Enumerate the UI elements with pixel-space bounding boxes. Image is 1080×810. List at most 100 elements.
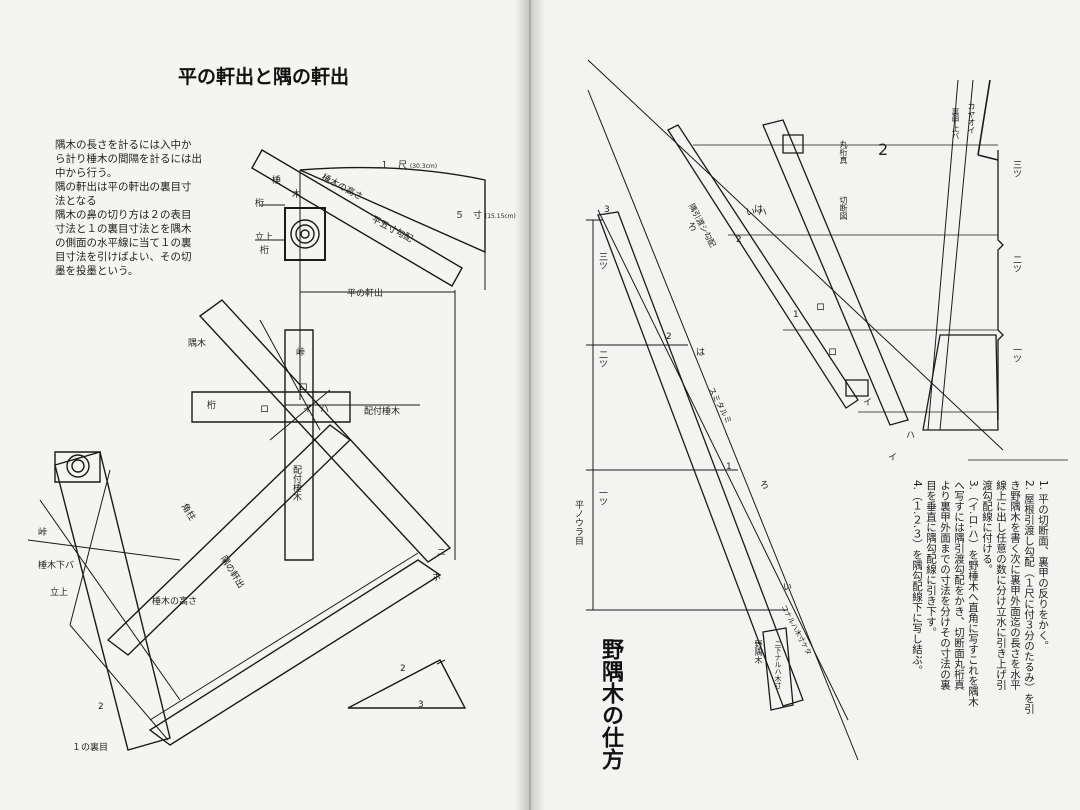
intro-line: 中から行う。 — [55, 167, 118, 179]
cross-beam — [108, 425, 350, 655]
label-mitsu-a: 三ツ — [597, 252, 607, 270]
rafter-section — [252, 150, 462, 286]
label-ki: 木 — [292, 190, 302, 200]
lower-block — [846, 380, 868, 396]
go-sun-cm: (15.15cm) — [484, 213, 516, 220]
intro-line: 目寸法を引けばよい、その切 — [55, 251, 192, 263]
step-line: より裏甲外面までの寸法を分けその寸法の裏 — [939, 480, 951, 690]
intro-line: 隅の軒出は平の軒出の裏目寸 — [55, 181, 192, 193]
label-setsudanzu: 切断図 — [839, 196, 848, 220]
label-urako-ueba: 裏甲上バ — [951, 108, 960, 140]
label-hira-nokide: 平の軒出 — [347, 289, 384, 299]
left-page: 平の軒出と隅の軒出 隅木の長さを計るには入中か ら計り棰木の間隔を計るには出 中… — [0, 0, 530, 810]
intro-line: 法となる — [55, 195, 97, 207]
label-mitsu-b: 三ツ — [1011, 160, 1021, 178]
sumiki-beam — [200, 300, 450, 562]
right-page-title: 野隅木の仕方 — [598, 638, 623, 770]
intro-line: 寸法と１の裏目寸法とを隅木 — [55, 223, 192, 235]
noura-slat — [668, 125, 858, 408]
section-wedge — [923, 335, 998, 430]
label-5-sun: ５ 寸 (15.15cm) — [455, 208, 516, 221]
label-keta: 桁 — [255, 199, 265, 209]
right-steps-text: 1. 平の切断面、裏甲の反りをかく。 2. 屋根引渡し勾配（１尺に付３分のたるみ… — [910, 480, 1050, 770]
book-gutter — [515, 0, 545, 810]
label-ha-r1: ハ — [758, 208, 768, 218]
label-haitsuke-taruki-vertical: 配付棰木 — [291, 465, 301, 501]
intro-line: 隅木の鼻の切り方は２の表目 — [55, 209, 192, 221]
label-num-2c: 2 — [878, 140, 889, 159]
step-line: 4.（１.２.３）を隅勾配線下に写し結ぶ。 — [911, 480, 923, 676]
shaku-cm: (30.3cm) — [409, 163, 438, 170]
sumigi-bar — [598, 212, 803, 706]
sumi-nokide-long — [150, 560, 440, 745]
label-i-mid: イ — [303, 405, 313, 415]
label-ro-r: ロ — [816, 303, 826, 313]
label-num1: 1 — [726, 462, 732, 472]
label-keta2: 桁 — [260, 246, 270, 256]
right-page: 野隅木の仕方 平ノウラ目 三ツ 二ツ 一ツ 三ツ 二ツ 一ツ 裏甲上バ カヤオイ… — [528, 0, 1080, 810]
label-ro-top: ロ — [299, 383, 309, 393]
sumigi-tip — [763, 628, 793, 710]
step-line: 2. 屋根引渡し勾配（１尺に付３分のたるみ）を引 — [1023, 480, 1035, 714]
post-top — [55, 452, 100, 482]
label-marugeta: 丸桁真 — [839, 140, 848, 164]
label-ha-mid: ハ — [320, 405, 330, 415]
label-taruki-shita: 棰木下バ — [38, 561, 75, 571]
label-i-r2: い — [783, 583, 793, 593]
left-diagram — [0, 0, 530, 810]
tile-profile — [998, 150, 1003, 420]
label-tachiagari: 立上 — [255, 233, 274, 243]
label-hira-noura: 平ノウラ目 — [573, 500, 583, 545]
step-line: へ写すには隅引渡勾配をかき、切断面丸桁真 — [953, 480, 965, 690]
intro-line: 墨を投墨という。 — [55, 265, 139, 277]
label-haitsuke-taruki: 配付棰木 — [364, 407, 401, 417]
label-mine2: 峠 — [38, 528, 48, 538]
vertical-beam — [285, 330, 313, 560]
label-num2: 2 — [666, 332, 672, 342]
label-hitotsu-b: 一ツ — [1011, 345, 1021, 363]
label-ha-r2: は — [696, 348, 706, 358]
label-futatsu-b: 二ツ — [1011, 255, 1021, 273]
step-line: 線上に出し任意の数に分け立水に引き上げ引 — [995, 480, 1007, 690]
left-page-title: 平の軒出と隅の軒出 — [178, 66, 350, 88]
label-tachiagari2: 立上 — [50, 588, 69, 598]
label-keta3: 桁 — [207, 401, 217, 411]
label-kayaoi: カヤオイ — [967, 102, 976, 134]
go-sun-text: ５ 寸 — [455, 211, 483, 221]
step-line: 目を垂直に隅勾配線に引き下す。 — [925, 480, 937, 638]
label-num2b: 2 — [736, 235, 742, 245]
label-yane-sumiki: 野隅木 — [754, 640, 763, 664]
label-num3: 3 — [604, 205, 610, 215]
label-ho: ホ — [432, 573, 442, 583]
keta-section — [285, 208, 325, 260]
step-line: 1. 平の切断面、裏甲の反りをかく。 — [1037, 480, 1049, 651]
label-i-b: イ — [888, 453, 898, 463]
label-ro-r2: ロ — [828, 348, 838, 358]
label-num-3: 3 — [418, 700, 424, 710]
label-ro-r3: ろ — [760, 481, 770, 491]
intro-line: の側面の水平線に当て１の裏 — [55, 237, 192, 249]
label-ro-c: ろ — [688, 223, 698, 233]
log-rings — [291, 220, 319, 248]
label-ni: ニ — [437, 548, 447, 558]
label-nokoshi-sumigi: ニ下ナルハ木寸 — [774, 640, 782, 689]
label-num1b: 1 — [793, 310, 799, 320]
label-i-r: イ — [863, 398, 873, 408]
left-intro-text: 隅木の長さを計るには入中か ら計り棰木の間隔を計るには出 中から行う。 隅の軒出… — [55, 138, 202, 278]
intro-line: 隅木の長さを計るには入中か — [55, 139, 192, 151]
step-line: 渡勾配線に付ける。 — [981, 480, 993, 575]
label-ura-1: １の裏目 — [72, 743, 109, 753]
noura-slat-2 — [763, 120, 908, 425]
step-line: 3.（イ.ロ.ハ）を野棰木へ直角に写すこれを隅木 — [967, 480, 979, 707]
intro-line: ら計り棰木の間隔を計るには出 — [55, 153, 202, 165]
marugeta-block — [783, 135, 803, 153]
label-i-c: い — [746, 208, 756, 218]
label-ha-c: は — [754, 205, 764, 215]
slope-arc — [300, 168, 485, 252]
label-mine: 峠 — [296, 348, 306, 358]
ratio-triangle — [348, 660, 465, 708]
label-sumiki: 隅木 — [188, 339, 207, 349]
shaku-text: １ 尺 — [380, 161, 408, 171]
label-1-shaku: １ 尺 (30.3cm) — [380, 158, 437, 171]
